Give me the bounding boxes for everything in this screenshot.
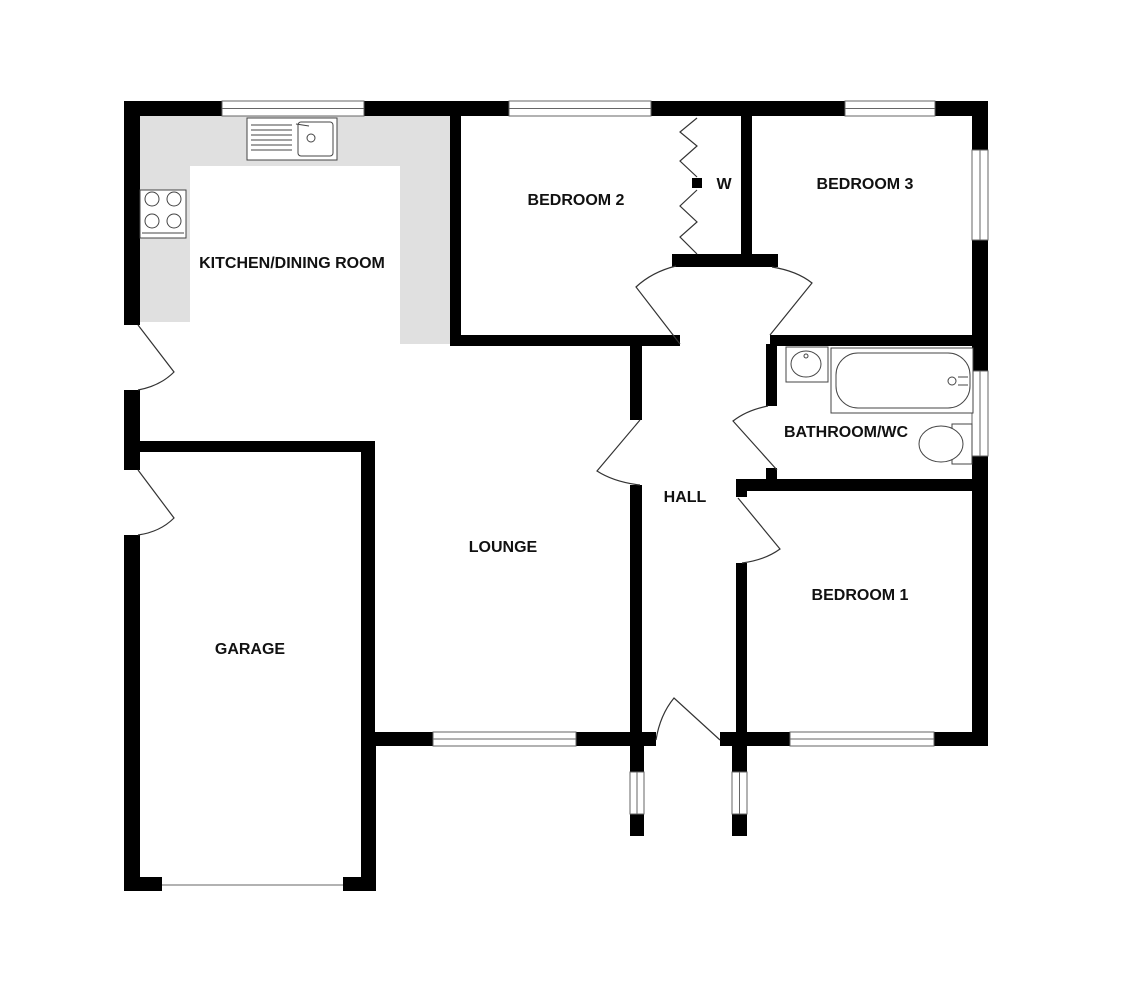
porch-window-left xyxy=(629,771,645,815)
bedroom1-door xyxy=(737,497,781,564)
lounge-window xyxy=(432,731,577,747)
wardrobe-doors xyxy=(679,117,698,255)
bathroom-door xyxy=(732,405,778,471)
bedroom3-window-side xyxy=(971,149,989,241)
windows xyxy=(162,100,989,886)
label-hall: HALL xyxy=(664,489,707,506)
label-bathroom-wc: BATHROOM/WC xyxy=(784,424,909,441)
room-labels: KITCHEN/DINING ROOM BEDROOM 2 W BEDROOM … xyxy=(199,176,913,658)
garage-side-door xyxy=(137,469,175,536)
fixtures xyxy=(139,117,974,465)
wash-basin xyxy=(785,346,829,383)
kitchen-sink xyxy=(246,117,338,161)
bedroom2-door xyxy=(635,265,681,345)
bedroom2-window xyxy=(508,100,652,117)
kitchen-external-door xyxy=(137,324,175,391)
doors xyxy=(137,117,813,741)
bath xyxy=(830,347,974,414)
front-door xyxy=(655,697,721,741)
label-bedroom-2: BEDROOM 2 xyxy=(528,192,625,209)
hob xyxy=(139,189,187,239)
walls xyxy=(124,101,988,891)
label-bedroom-3: BEDROOM 3 xyxy=(817,176,914,193)
label-lounge: LOUNGE xyxy=(469,539,538,556)
label-garage: GARAGE xyxy=(215,641,286,658)
bedroom3-door xyxy=(769,266,813,336)
porch-window-right xyxy=(731,771,748,815)
toilet xyxy=(918,423,973,465)
kitchen-window xyxy=(221,100,365,117)
label-bedroom-1: BEDROOM 1 xyxy=(812,587,909,604)
label-kitchen-dining-room: KITCHEN/DINING ROOM xyxy=(199,255,385,272)
bedroom1-window xyxy=(789,731,935,747)
bedroom3-window-top xyxy=(844,100,936,117)
label-wardrobe: W xyxy=(716,176,732,193)
bathroom-window xyxy=(971,370,989,457)
lounge-door xyxy=(596,419,641,486)
